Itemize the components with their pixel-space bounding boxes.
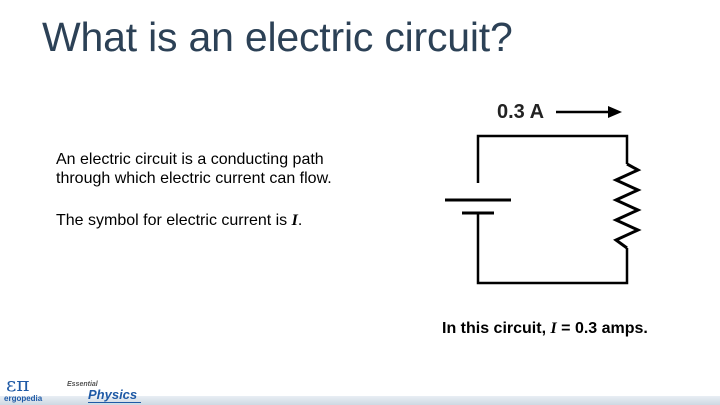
caption-prefix: In this circuit, [442, 320, 551, 337]
caption-current-symbol: I [550, 320, 557, 337]
brand-essential-text: Essential [67, 381, 98, 388]
ergopedia-logo-text: ergopedia [4, 394, 43, 403]
symbol-suffix: . [297, 212, 303, 229]
circuit-caption: In this circuit, I = 0.3 amps. [442, 320, 648, 338]
brand-physics-text: Physics [88, 387, 142, 403]
circuit-wires [476, 134, 629, 285]
symbol-prefix: The symbol for electric current is [56, 212, 292, 229]
definition-text: An electric circuit is a conducting path… [56, 150, 436, 188]
current-symbol: I [291, 212, 298, 229]
current-value-label: 0.3 A [497, 101, 545, 123]
definition-line-1: An electric circuit is a conducting path [56, 151, 324, 168]
caption-suffix: = 0.3 amps. [556, 320, 648, 337]
ergopedia-logo-icon: επ [6, 372, 30, 396]
current-arrow-icon [556, 106, 622, 118]
battery-symbol [445, 198, 511, 215]
definition-line-2: through which electric current can flow. [56, 170, 332, 187]
resistor-symbol [612, 162, 642, 250]
symbol-statement: The symbol for electric current is I. [56, 212, 302, 230]
slide-title: What is an electric circuit? [42, 14, 513, 60]
footer-bar [0, 396, 720, 405]
